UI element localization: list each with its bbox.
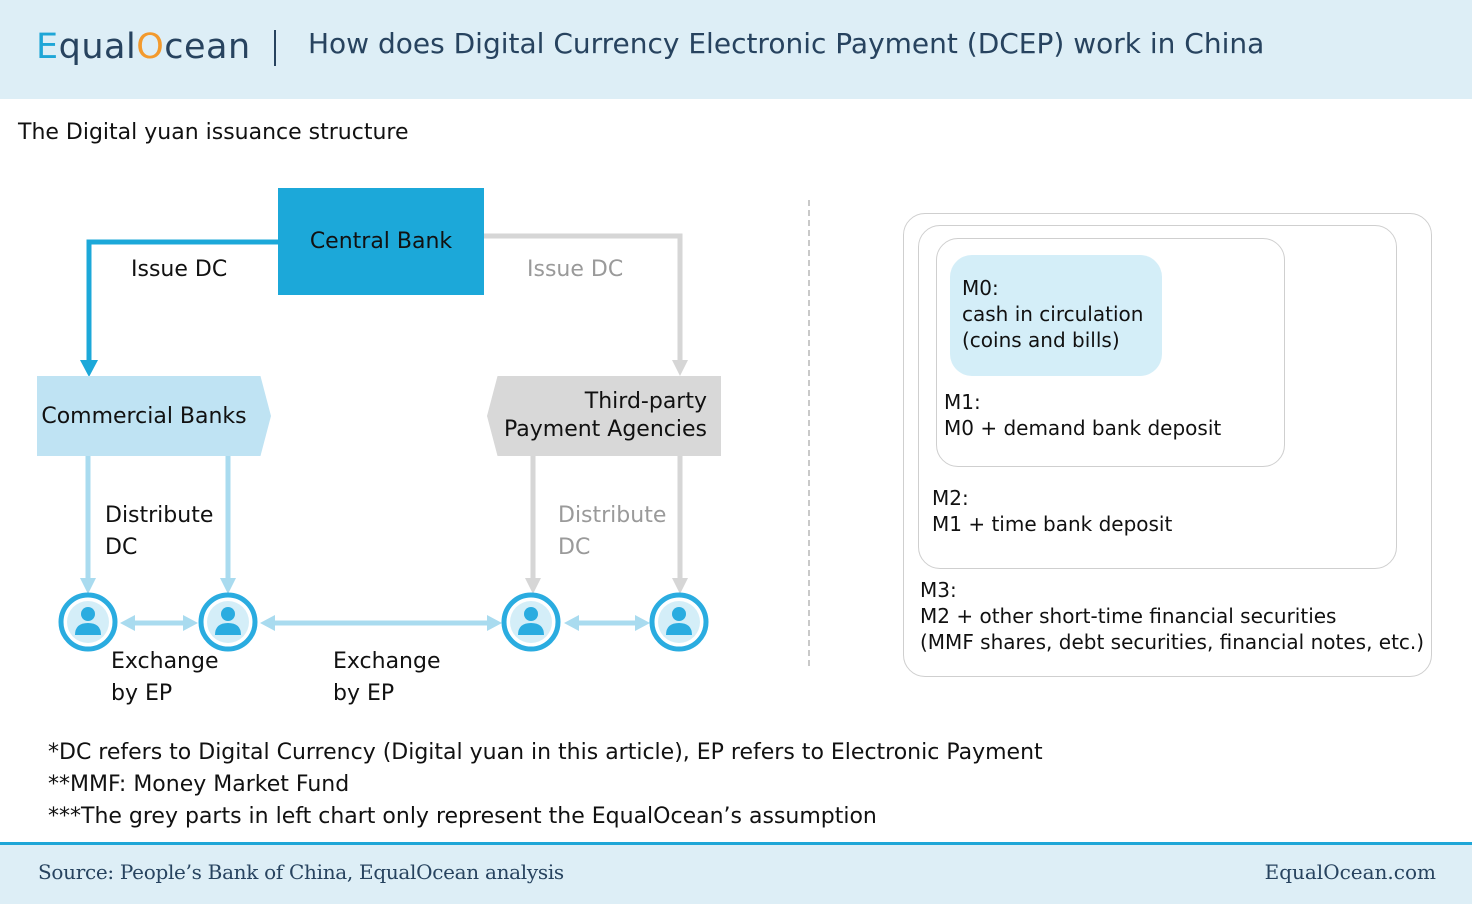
m3-line1: M2 + other short-time financial securiti…: [920, 604, 1337, 628]
footnote-2: **MMF: Money Market Fund: [48, 772, 350, 797]
user-icon: [649, 592, 709, 652]
logo-letter-o: O: [136, 27, 165, 67]
issue-dc-left-label: Issue DC: [131, 257, 228, 282]
logo-letter-e: E: [36, 27, 59, 67]
commercial-banks-label: Commercial Banks: [41, 403, 247, 429]
user-icon: [501, 592, 561, 652]
exchange-1-label-line2: by EP: [111, 681, 173, 706]
issue-arrow-right: [484, 233, 683, 362]
issue-arrow-left: [86, 239, 278, 362]
exchange-arrow-1-head-right: [183, 615, 198, 631]
exchange-arrow-3-head-right: [635, 615, 650, 631]
third-party-agencies-box: Third-party Payment Agencies: [487, 376, 721, 456]
m0-box: [950, 255, 1162, 376]
central-bank-box: Central Bank: [278, 188, 484, 295]
distribute-right-label-line2: DC: [558, 535, 591, 560]
m2-line1: M1 + time bank deposit: [932, 512, 1173, 536]
distribute-arrow-2-head: [220, 578, 236, 594]
distribute-right-label-line1: Distribute: [558, 503, 667, 528]
section-divider: [808, 200, 810, 666]
source-attribution: Source: People’s Bank of China, EqualOce…: [38, 860, 564, 884]
exchange-arrow-2-head-left: [260, 615, 275, 631]
m1-title: M1:: [944, 390, 981, 414]
exchange-2-label-line1: Exchange: [333, 649, 441, 674]
third-party-label-line2: Payment Agencies: [503, 417, 707, 442]
commercial-banks-box: Commercial Banks: [37, 376, 271, 456]
footer: Source: People’s Bank of China, EqualOce…: [0, 845, 1472, 904]
user-icon: [198, 592, 258, 652]
distribute-left-label-line1: Distribute: [105, 503, 214, 528]
m0-title: M0:: [962, 276, 999, 300]
exchange-arrow-2-head-right: [487, 615, 502, 631]
m0-line1: cash in circulation: [962, 302, 1144, 326]
distribute-left-label-line2: DC: [105, 535, 138, 560]
m1-line1: M0 + demand bank deposit: [944, 416, 1222, 440]
issue-arrow-right-head: [672, 360, 688, 376]
site-link[interactable]: EqualOcean.com: [1264, 860, 1436, 884]
m3-line2: (MMF shares, debt securities, financial …: [920, 630, 1425, 654]
m1-box: [936, 238, 1285, 467]
user-icon: [58, 592, 118, 652]
issue-arrow-left-head: [80, 360, 98, 377]
distribute-arrow-4-head: [672, 578, 688, 594]
m3-box: [903, 213, 1432, 677]
exchange-1-label-line1: Exchange: [111, 649, 219, 674]
m0-line2: (coins and bills): [962, 328, 1120, 352]
footer-divider: [0, 842, 1472, 845]
logo-text-cean: cean: [164, 27, 251, 67]
m2-title: M2:: [932, 486, 969, 510]
diagram-subtitle: The Digital yuan issuance structure: [18, 120, 409, 145]
footnote-1: *DC refers to Digital Currency (Digital …: [48, 740, 1043, 765]
header-divider: [274, 30, 276, 66]
third-party-label-line1: Third-party: [584, 389, 707, 414]
m3-title: M3:: [920, 578, 957, 602]
page-title: How does Digital Currency Electronic Pay…: [308, 27, 1265, 60]
issue-dc-right-label: Issue DC: [527, 257, 624, 282]
footnote-3: ***The grey parts in left chart only rep…: [48, 804, 877, 829]
m2-box: [918, 225, 1397, 569]
distribute-arrow-1-head: [80, 578, 96, 594]
logo-text-qual: qual: [58, 27, 137, 67]
central-bank-label: Central Bank: [309, 229, 453, 254]
exchange-2-label-line2: by EP: [333, 681, 395, 706]
distribute-arrow-3-head: [525, 578, 541, 594]
exchange-arrow-3-head-left: [564, 615, 579, 631]
exchange-arrow-1-head-left: [120, 615, 135, 631]
